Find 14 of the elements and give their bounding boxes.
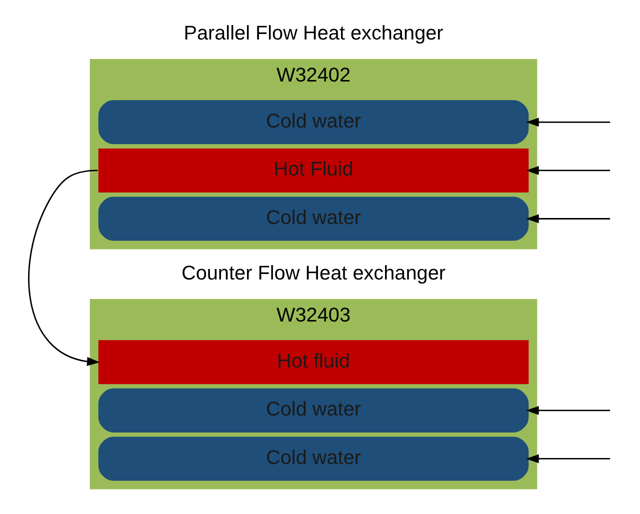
arrow: [28, 170, 100, 366]
node-box: Cold water: [98, 196, 529, 241]
node-label: Counter Flow Heat exchanger: [181, 262, 446, 284]
node-box: Hot fluid: [98, 340, 529, 384]
node-box: Cold water: [98, 436, 529, 481]
node-box: Cold water: [98, 100, 529, 144]
node-label: Parallel Flow Heat exchanger: [184, 22, 444, 44]
arrow: [526, 166, 610, 175]
node-box: Hot Fluid: [98, 148, 529, 192]
arrow: [526, 214, 610, 224]
node-box: Cold water: [98, 388, 529, 432]
arrow: [526, 454, 610, 464]
arrow: [526, 118, 610, 127]
arrow: [526, 406, 610, 415]
